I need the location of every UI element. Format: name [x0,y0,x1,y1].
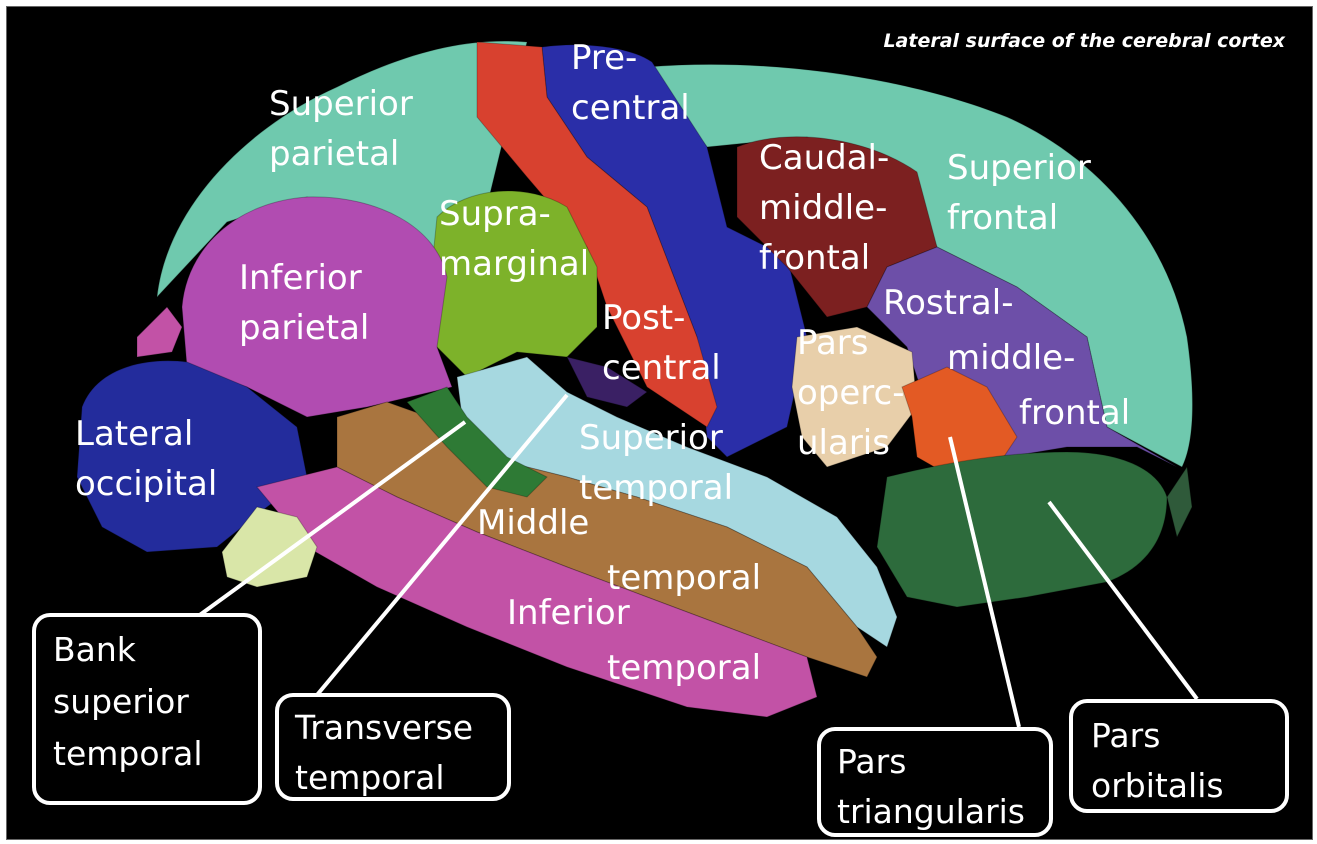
brain-diagram: Lateral surface of the cerebral cortex S… [7,7,1312,839]
region-lateral-orbitofrontal [1167,467,1192,537]
figure-frame: Lateral surface of the cerebral cortex S… [6,6,1313,840]
region-pars-orbitalis [877,452,1167,607]
region-pink-occipital [137,307,182,357]
figure-title: Lateral surface of the cerebral cortex [883,30,1285,52]
label-pars-opercularis: Pars operc- ularis [797,323,915,463]
